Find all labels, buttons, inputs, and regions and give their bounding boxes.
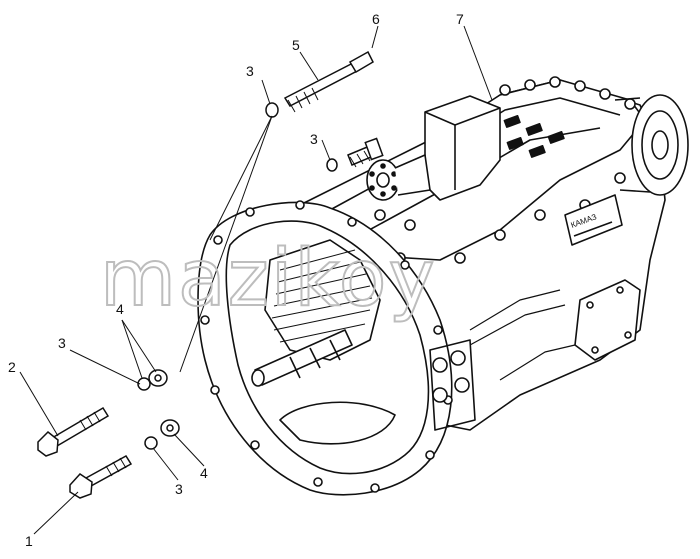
callout-1: 1: [25, 533, 33, 549]
bell-right-studs: [429, 339, 476, 431]
callout-labels: 1 2 3 4 3 4 3 5 6 3 7: [8, 11, 464, 549]
spring-washer-3-bottom: [144, 436, 158, 450]
fasteners: [37, 50, 384, 499]
bolt-2: [37, 406, 110, 457]
stud-5: [283, 50, 374, 113]
nameplate: КАМАЗ: [564, 194, 623, 246]
spring-washer-3-mid: [326, 158, 338, 172]
bolt-1: [69, 455, 133, 499]
callout-5: 5: [292, 37, 300, 53]
leader-lines: [19, 25, 493, 535]
inner-ribs: [271, 249, 373, 343]
callout-2: 2: [8, 359, 16, 375]
watermark: mazikoy: [100, 234, 437, 324]
spring-washer-3-left: [137, 377, 151, 391]
cover-slots: [503, 114, 565, 158]
bell-bolt-holes: [200, 200, 453, 493]
bolt-6: [347, 137, 384, 168]
callout-4-left: 4: [116, 301, 124, 317]
callout-7: 7: [456, 11, 464, 27]
output-flange: [614, 94, 689, 196]
callout-6: 6: [372, 11, 380, 27]
callout-3-mid: 3: [310, 131, 318, 147]
callout-3-top: 3: [246, 63, 254, 79]
callout-4-bottom: 4: [200, 465, 208, 481]
gearbox-assembly: КАМАЗ: [197, 76, 689, 496]
shift-flange: [366, 154, 431, 201]
input-shaft: [251, 329, 353, 387]
spring-washer-3-top: [265, 102, 279, 118]
callout-3-left: 3: [58, 335, 66, 351]
case-ribs: [469, 289, 576, 381]
callout-3-bottom: 3: [175, 481, 183, 497]
